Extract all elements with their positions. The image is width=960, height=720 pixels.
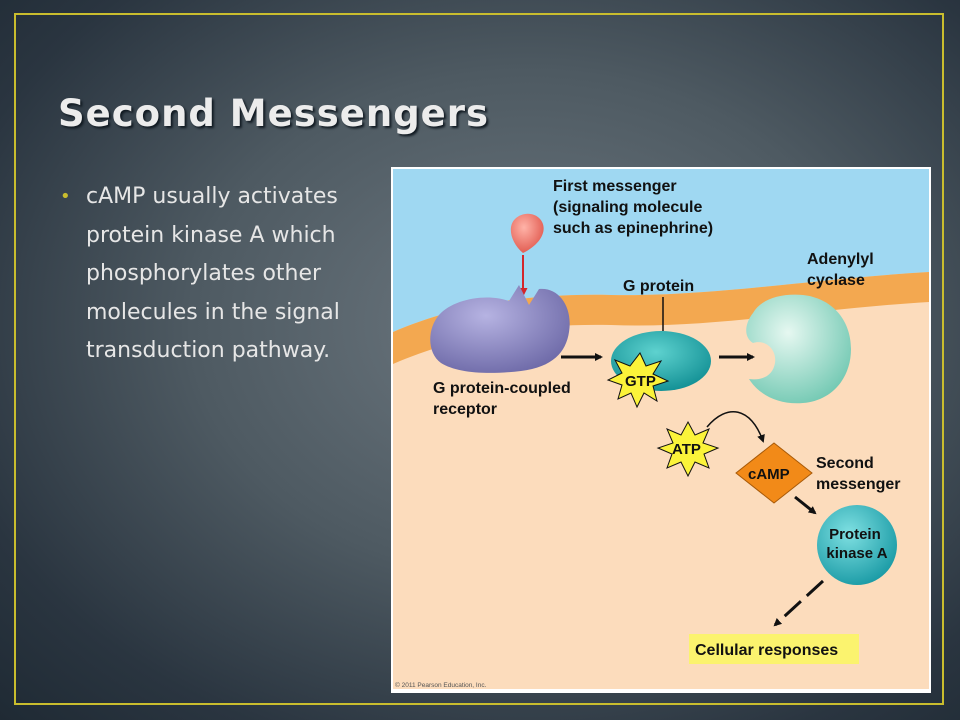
cellular-responses-label: Cellular responses: [695, 642, 838, 659]
slide-frame: [14, 13, 944, 705]
slide-title: Second Messengers: [58, 92, 490, 135]
arrow-camp-to-pka: [794, 495, 817, 515]
protein-kinase-line-2: kinase A: [826, 545, 887, 562]
bullet-text: cAMP usually activates protein kinase A …: [86, 184, 340, 363]
adenylyl-cyclase-line-1: Adenylyl: [807, 251, 874, 268]
camp-diamond: [735, 442, 813, 504]
second-messenger-label: Second messenger: [816, 455, 901, 493]
adenylyl-cyclase: [746, 294, 851, 404]
atp-label: ATP: [672, 441, 701, 458]
second-messenger-line-1: Second: [816, 455, 874, 472]
protein-kinase-label: Protein kinase A: [826, 526, 887, 562]
gpcr-line-2: receptor: [433, 401, 497, 418]
atp-starburst: [656, 420, 720, 478]
first-messenger-label: First messenger (signaling molecule such…: [553, 178, 713, 237]
protein-kinase-a: [817, 505, 897, 585]
second-messenger-line-2: messenger: [816, 476, 901, 493]
first-messenger-molecule: [510, 213, 544, 253]
first-messenger-line-2: (signaling molecule: [553, 199, 702, 216]
adenylyl-cyclase-label: Adenylyl cyclase: [807, 251, 878, 289]
g-protein-coupled-receptor: [430, 285, 570, 373]
protein-kinase-line-1: Protein: [829, 526, 881, 543]
adenylyl-cyclase-line-2: cyclase: [807, 272, 865, 289]
gpcr-line-1: G protein-coupled: [433, 380, 571, 397]
first-messenger-line-1: First messenger: [553, 178, 677, 195]
arrow-atp-to-camp: [706, 411, 765, 443]
gtp-starburst: [606, 352, 670, 409]
arrow-pka-to-responses: [773, 579, 825, 627]
copyright-notice: © 2011 Pearson Education, Inc.: [395, 681, 487, 689]
camp-label: cAMP: [748, 466, 790, 483]
first-messenger-line-3: such as epinephrine): [553, 220, 713, 237]
cellular-responses-box: [689, 634, 859, 664]
bullet-point: • cAMP usually activates protein kinase …: [60, 178, 370, 371]
g-protein-label: G protein: [623, 278, 694, 295]
diagram-svg: First messenger (signaling molecule such…: [393, 169, 929, 689]
signal-transduction-figure: First messenger (signaling molecule such…: [391, 167, 931, 693]
gpcr-label: G protein-coupled receptor: [433, 380, 575, 418]
gtp-label: GTP: [625, 373, 656, 390]
bullet-marker: •: [60, 186, 71, 207]
